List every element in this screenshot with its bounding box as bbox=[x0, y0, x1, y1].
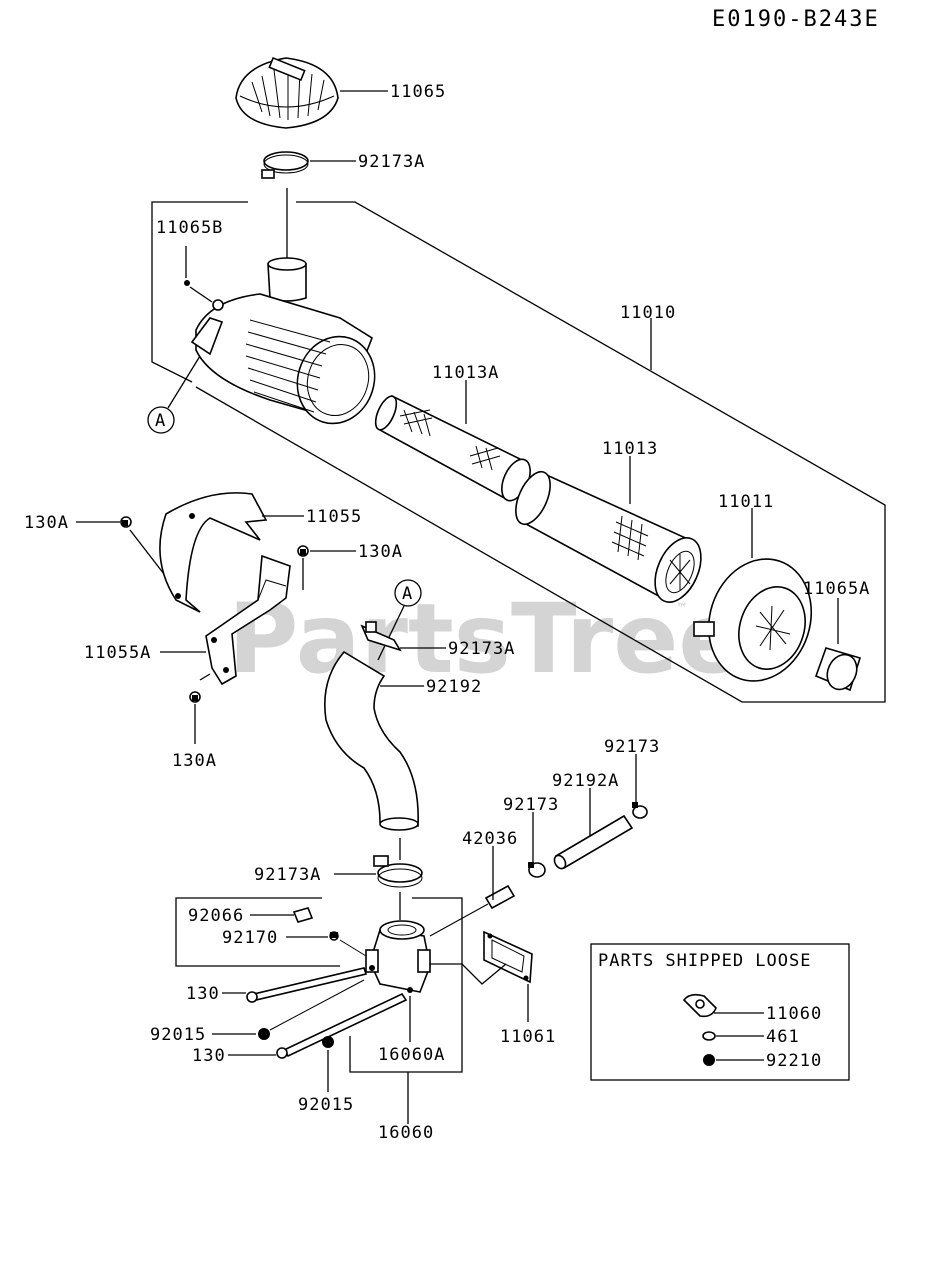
inlet-pipe bbox=[365, 920, 431, 993]
callout-a-lower-letter: A bbox=[402, 584, 413, 604]
gasket-11060 bbox=[682, 993, 717, 1018]
label-11013A: 11013A bbox=[432, 363, 499, 383]
label-92170: 92170 bbox=[222, 928, 278, 948]
air-cleaner-housing bbox=[184, 257, 376, 425]
label-130A-right: 130A bbox=[358, 542, 403, 562]
bolt-130a-left bbox=[120, 516, 132, 528]
callout-a-upper-letter: A bbox=[155, 411, 166, 431]
diagram-code: E0190-B243E bbox=[712, 7, 880, 32]
air-cleaner-cover bbox=[693, 558, 813, 682]
hose-clamp-mid bbox=[360, 621, 402, 652]
fitting-92066 bbox=[292, 907, 314, 923]
label-11010: 11010 bbox=[620, 303, 676, 323]
bolt-130-lower bbox=[276, 992, 408, 1059]
hose-clamp-top bbox=[261, 151, 309, 179]
parts-shipped-loose-title: PARTS SHIPPED LOOSE bbox=[598, 951, 811, 971]
gasket-11061 bbox=[483, 930, 533, 984]
bolt-130a-bottom bbox=[189, 691, 201, 703]
watermark: PartsTree bbox=[228, 583, 743, 695]
clamp-92173-mid bbox=[528, 862, 546, 878]
nut-92015-right bbox=[322, 1036, 334, 1048]
label-11061: 11061 bbox=[500, 1027, 556, 1047]
bolt-130a-right bbox=[297, 545, 309, 557]
watermark-tm: ™ bbox=[676, 601, 688, 615]
label-130-a: 130 bbox=[186, 984, 220, 1004]
breather-hose bbox=[553, 814, 634, 870]
intake-hose bbox=[324, 650, 419, 831]
label-11011: 11011 bbox=[718, 492, 774, 512]
nut-92210 bbox=[703, 1054, 715, 1066]
label-11065B: 11065B bbox=[156, 218, 223, 238]
label-130A-left: 130A bbox=[24, 513, 69, 533]
air-cleaner-group-frame bbox=[151, 201, 248, 383]
label-92192: 92192 bbox=[426, 677, 482, 697]
label-16060A: 16060A bbox=[378, 1045, 445, 1065]
inner-filter-element bbox=[374, 394, 531, 502]
washer-461 bbox=[702, 1031, 716, 1041]
label-461: 461 bbox=[766, 1027, 800, 1047]
label-130-b: 130 bbox=[192, 1046, 226, 1066]
inlet-pipe-group-frame bbox=[175, 897, 340, 967]
label-11065: 11065 bbox=[390, 82, 446, 102]
label-11055A: 11055A bbox=[84, 643, 151, 663]
evacuator-valve bbox=[814, 647, 862, 692]
hose-clamp-low bbox=[373, 855, 423, 888]
label-92173-right: 92173 bbox=[604, 737, 660, 757]
label-11055: 11055 bbox=[306, 507, 362, 527]
label-130A-bottom: 130A bbox=[172, 751, 217, 771]
bolt-130-upper bbox=[246, 967, 368, 1003]
label-11065A: 11065A bbox=[803, 579, 870, 599]
label-92192A: 92192A bbox=[552, 771, 619, 791]
callout-a-upper bbox=[147, 406, 175, 434]
label-92066: 92066 bbox=[188, 906, 244, 926]
air-cleaner-band bbox=[159, 492, 268, 613]
callout-a-lower bbox=[394, 579, 422, 607]
label-92173A-low: 92173A bbox=[254, 865, 321, 885]
nut-92015-left bbox=[258, 979, 365, 1040]
parts-shipped-loose-box bbox=[590, 943, 850, 1081]
clamp-92173-right bbox=[632, 802, 648, 819]
label-11060: 11060 bbox=[766, 1004, 822, 1024]
label-92015-b: 92015 bbox=[298, 1095, 354, 1115]
label-42036: 42036 bbox=[462, 829, 518, 849]
label-92015-a: 92015 bbox=[150, 1025, 206, 1045]
air-cleaner-cap bbox=[235, 56, 339, 129]
label-92173-mid: 92173 bbox=[503, 795, 559, 815]
mounting-bracket bbox=[205, 554, 291, 686]
label-11013: 11013 bbox=[602, 439, 658, 459]
outer-filter-element bbox=[515, 470, 702, 603]
label-16060: 16060 bbox=[378, 1123, 434, 1143]
label-92173A-top: 92173A bbox=[358, 152, 425, 172]
clip-92170 bbox=[329, 931, 339, 941]
breather-pipe bbox=[429, 884, 516, 937]
label-92210: 92210 bbox=[766, 1051, 822, 1071]
label-92173A-mid: 92173A bbox=[448, 639, 515, 659]
